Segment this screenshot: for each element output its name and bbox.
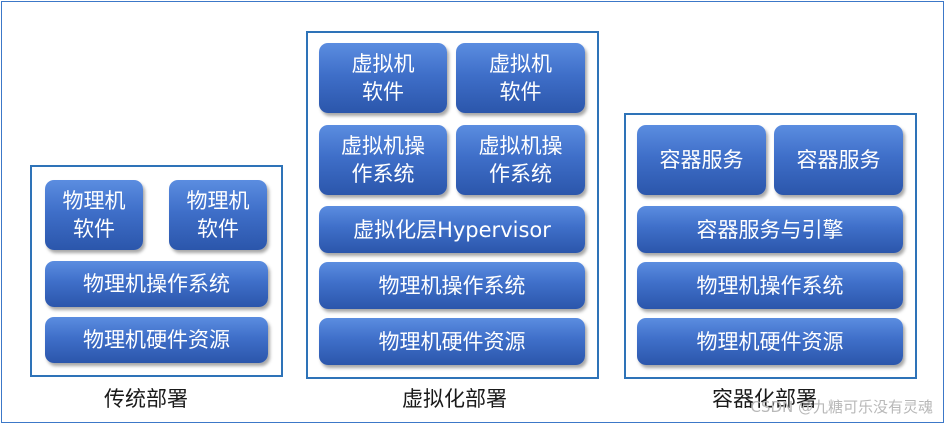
traditional-os-block: 物理机操作系统: [45, 261, 268, 307]
vm-software-block-2: 虚拟机 软件: [456, 43, 585, 113]
container-os-block: 物理机操作系统: [637, 262, 903, 309]
container-engine-block: 容器服务与引擎: [637, 206, 903, 253]
virtualized-os-block: 物理机操作系统: [319, 262, 585, 309]
vm-os-block-1: 虚拟机操 作系统: [319, 125, 447, 195]
virtualized-hardware-block: 物理机硬件资源: [319, 318, 585, 365]
vm-os-block-2: 虚拟机操 作系统: [456, 125, 585, 195]
container-hardware-block: 物理机硬件资源: [637, 318, 903, 365]
traditional-app-block-2: 物理机 软件: [169, 180, 267, 250]
container-caption: 容器化部署: [712, 387, 817, 411]
vm-software-block-1: 虚拟机 软件: [319, 43, 447, 113]
watermark-text: CSDN @九糖可乐没有灵魂: [750, 398, 933, 416]
traditional-caption: 传统部署: [104, 387, 188, 411]
traditional-hardware-block: 物理机硬件资源: [45, 317, 268, 363]
traditional-app-block-1: 物理机 软件: [45, 180, 143, 250]
container-service-block-1: 容器服务: [637, 125, 766, 195]
hypervisor-block: 虚拟化层Hypervisor: [319, 206, 585, 253]
virtualized-caption: 虚拟化部署: [402, 387, 507, 411]
container-service-block-2: 容器服务: [774, 125, 903, 195]
